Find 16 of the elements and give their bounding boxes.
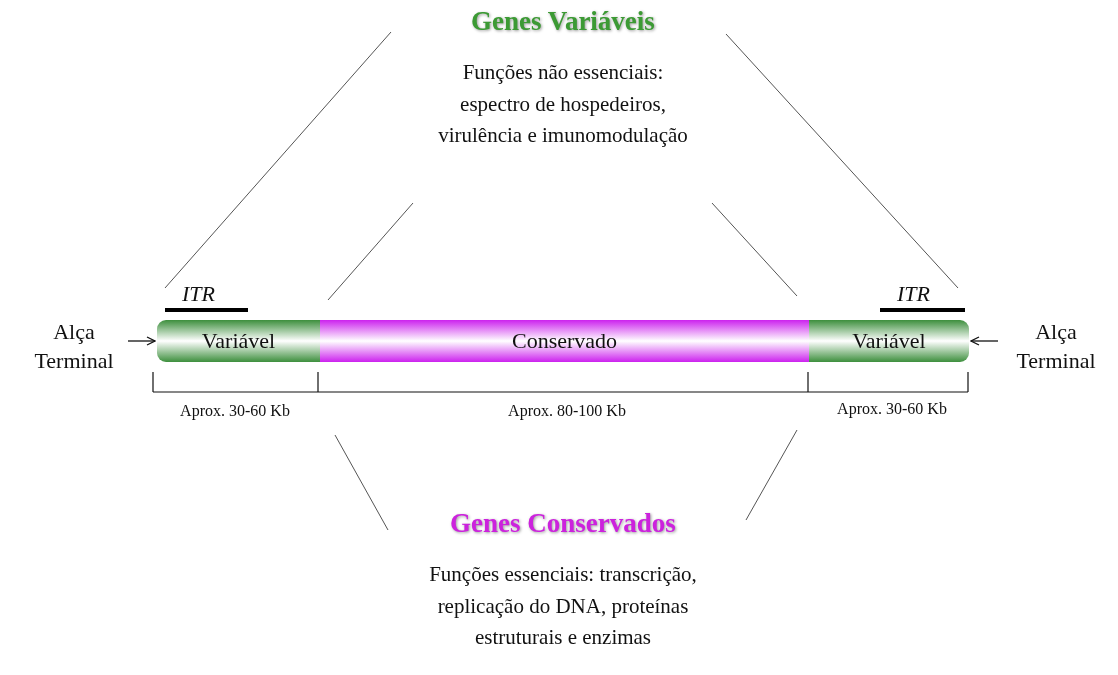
genome-segment: Conservado	[320, 320, 809, 362]
section-heading: Genes Variáveis	[471, 6, 655, 37]
genome-segment: Variável	[157, 320, 320, 362]
terminal-loop-label: Alça Terminal	[22, 318, 126, 376]
size-label: Aprox. 80-100 Kb	[508, 402, 626, 420]
size-label: Aprox. 30-60 Kb	[837, 400, 947, 418]
section-heading: Genes Conservados	[450, 508, 676, 539]
genome-segment: Variável	[809, 320, 969, 362]
itr-label: ITR	[897, 281, 930, 307]
function-description: Funções essenciais: transcrição, replicação do DNA, proteínas estruturais e enzimas	[428, 561, 698, 651]
arrow	[127, 336, 156, 346]
function-description: Funções não essenciais: espectro de hospedeiros, virulência e imunomodulação	[437, 59, 689, 149]
arrow	[970, 336, 999, 346]
terminal-loop-label: Alça Terminal	[1000, 318, 1112, 376]
itr-label: ITR	[182, 281, 215, 307]
size-label: Aprox. 30-60 Kb	[180, 402, 290, 420]
